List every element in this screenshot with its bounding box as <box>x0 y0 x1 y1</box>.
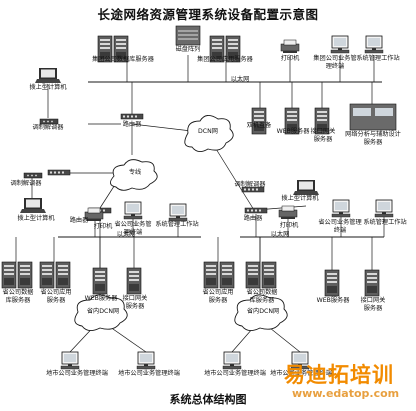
prov-left-printer-label: 打印机 <box>93 223 113 230</box>
ethernet-lines <box>58 81 384 238</box>
hq-iface-server-label: 接口网关服务器 <box>310 128 336 143</box>
dcn-label: DCN网 <box>198 128 218 135</box>
prov-modem-label: 调制解调器 <box>10 180 42 187</box>
prov-left-iface-server-icon <box>126 267 142 295</box>
prov-left-iface-server-label: 接口网关服务器 <box>122 295 148 310</box>
prov-right-iface-server-label: 接口网关服务器 <box>360 297 386 312</box>
prov-dcn-right-cloud <box>234 294 288 331</box>
prov-left-mgmt-ws-label: 系统管理工作站 <box>155 221 199 228</box>
prov-dcn-left-cloud <box>74 294 128 331</box>
prov-right-modem-label: 调制解调器 <box>234 181 266 188</box>
hq-router-label: 路由器 <box>122 121 142 128</box>
dcn-cloud <box>184 115 234 152</box>
prov-right-mgmt-ws-label: 系统管理工作站 <box>363 219 407 226</box>
watermark-name: 易迪拓培训 <box>284 363 394 387</box>
city-left-terminal-label-2: 地市公司业务管理终端 <box>118 370 180 377</box>
dual-host-label: 双机互备 <box>246 122 272 129</box>
prov-right-router-icon <box>244 207 268 214</box>
clouds <box>74 115 288 331</box>
disk-array-label: 磁盘阵列 <box>175 46 201 53</box>
prov-left-db-server-icon <box>17 261 33 289</box>
city-right-terminal-icon <box>222 351 242 370</box>
prov-left-web-server-label: WEB服务器 <box>84 295 118 302</box>
prov-left-dcn-label: 省内DCN网 <box>86 308 120 315</box>
prov-right-printer-label: 打印机 <box>279 222 299 229</box>
prov-left-db-server-label: 省公司数据库服务器 <box>2 289 34 304</box>
prov-left-router-label: 路由器 <box>69 217 89 224</box>
links <box>15 55 385 353</box>
watermark: 易迪拓培训 www.edatop.com <box>284 363 412 409</box>
hq-printer-icon <box>280 39 300 54</box>
sys-mgmt-ws-label: 系统管理工作站 <box>356 55 400 62</box>
dedicated-line-cloud <box>110 159 158 191</box>
prov-right-dial-pc-icon <box>293 180 319 195</box>
prov-right-app-server-label: 省公司应用服务器 <box>202 289 234 304</box>
prov-right-db-server-label: 省公司数据库服务器 <box>246 289 278 304</box>
prov-left-app-server-icon <box>55 261 71 289</box>
hq-modem-label: 调制解调器 <box>32 124 64 131</box>
prov-left-db-server-icon <box>1 261 17 289</box>
group-db-server-label: 集团公司数据库服务器 <box>92 56 154 63</box>
prov-right-db-server-icon <box>245 261 261 289</box>
prov-left-biz-terminal-icon <box>123 201 143 220</box>
prov-left-dial-pc-icon <box>20 198 46 213</box>
hq-web-server-label: WEB服务器 <box>276 128 310 135</box>
prov-right-ethernet-label: 以太网 <box>270 231 290 238</box>
prov-left-biz-terminal-label: 省公司业务管理终端 <box>114 221 152 236</box>
diagram-title: 长途网络资源管理系统设备配置示意图 <box>97 7 319 22</box>
hq-router-icon <box>120 113 144 120</box>
city-right-terminal-label-2: 地市公司业务管理终端 <box>270 370 332 377</box>
group-biz-terminal-icon <box>330 35 350 54</box>
hq-printer-label: 打印机 <box>280 55 300 62</box>
net-analysis-server-icon <box>349 103 397 131</box>
prov-right-dcn-label: 省内DCN网 <box>246 308 280 315</box>
prov-right-web-server-label: WEB服务器 <box>316 297 350 304</box>
city-left-terminal-icon <box>60 351 80 370</box>
prov-left-dial-pc-label: 拨上型计算机 <box>17 215 55 222</box>
city-left-terminal-icon <box>136 351 156 370</box>
prov-right-dial-pc-label: 拨上型计算机 <box>281 195 319 202</box>
prov-left-mgmt-ws-icon <box>168 203 188 222</box>
prov-right-db-server-icon <box>261 261 277 289</box>
hq-dial-pc-label: 拨上型计算机 <box>29 84 67 91</box>
city-left-terminal-label: 地市公司业务管理终端 <box>46 370 108 377</box>
prov-left-web-server-icon <box>92 267 108 295</box>
hq-dial-pc-icon <box>35 68 61 83</box>
group-app-server-label: 集团公司应用服务器 <box>197 56 253 63</box>
prov-right-web-server-icon <box>324 269 340 297</box>
figure-caption: 系统总体结构图 <box>169 393 247 406</box>
prov-left-app-server-label: 省公司应用服务器 <box>40 289 72 304</box>
prov-right-mgmt-ws-icon <box>374 199 394 218</box>
sys-mgmt-ws-icon <box>364 35 384 54</box>
prov-left-ethernet-label: 以太网 <box>116 231 136 238</box>
prov-right-biz-terminal-icon <box>331 199 351 218</box>
group-biz-terminal-label: 集团公司业务管理终端 <box>313 55 357 70</box>
prov-right-app-server-icon <box>203 261 219 289</box>
watermark-url: www.edatop.com <box>292 387 400 400</box>
dual-host-icon <box>251 107 267 135</box>
prov-right-router-label: 路由器 <box>243 215 263 222</box>
hq-ethernet-label: 以太网 <box>230 76 250 83</box>
prov-left-app-server-icon <box>39 261 55 289</box>
net-analysis-server-label: 网络分析与辅助设计服务器 <box>345 131 401 146</box>
city-right-terminal-label: 地市公司业务管理终端 <box>204 370 266 377</box>
prov-modem-icon <box>23 172 43 179</box>
prov-left-switch-icon <box>47 169 71 176</box>
dedicated-line-label: 专线 <box>128 169 142 176</box>
prov-right-biz-terminal-label: 省公司业务管理终端 <box>318 219 362 234</box>
prov-right-app-server-icon <box>219 261 235 289</box>
prov-right-iface-server-icon <box>364 269 380 297</box>
